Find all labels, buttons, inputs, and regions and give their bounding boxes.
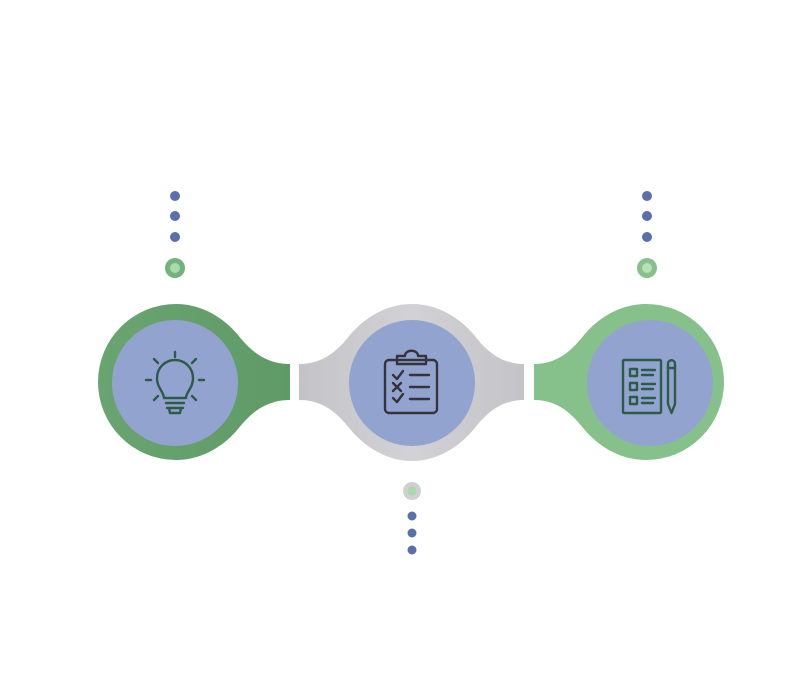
step-2-dot xyxy=(407,511,417,521)
step-1-dot xyxy=(170,232,180,242)
step-3-dot xyxy=(642,232,652,242)
step-2-dot xyxy=(407,545,417,555)
step-3-dot xyxy=(642,211,652,221)
step-1-dot xyxy=(170,211,180,221)
step-1-connector xyxy=(165,191,185,278)
lightbulb-icon xyxy=(144,350,206,415)
clipboard-checklist-icon xyxy=(383,349,439,415)
step-3 xyxy=(534,191,724,460)
step-2-connector-core xyxy=(407,486,417,496)
step-1-inner-circle xyxy=(112,320,238,446)
step-1 xyxy=(98,191,290,460)
step-2 xyxy=(299,304,524,555)
checklist-pencil-icon xyxy=(621,358,677,415)
step-3-connector-core xyxy=(642,263,652,273)
step-3-connector xyxy=(637,191,657,278)
step-1-connector-core xyxy=(170,263,180,273)
step-1-dot xyxy=(170,191,180,201)
step-3-dot xyxy=(642,191,652,201)
step-2-dot xyxy=(407,528,417,538)
step-2-connector xyxy=(403,482,421,555)
step-2-inner-circle xyxy=(349,320,475,446)
